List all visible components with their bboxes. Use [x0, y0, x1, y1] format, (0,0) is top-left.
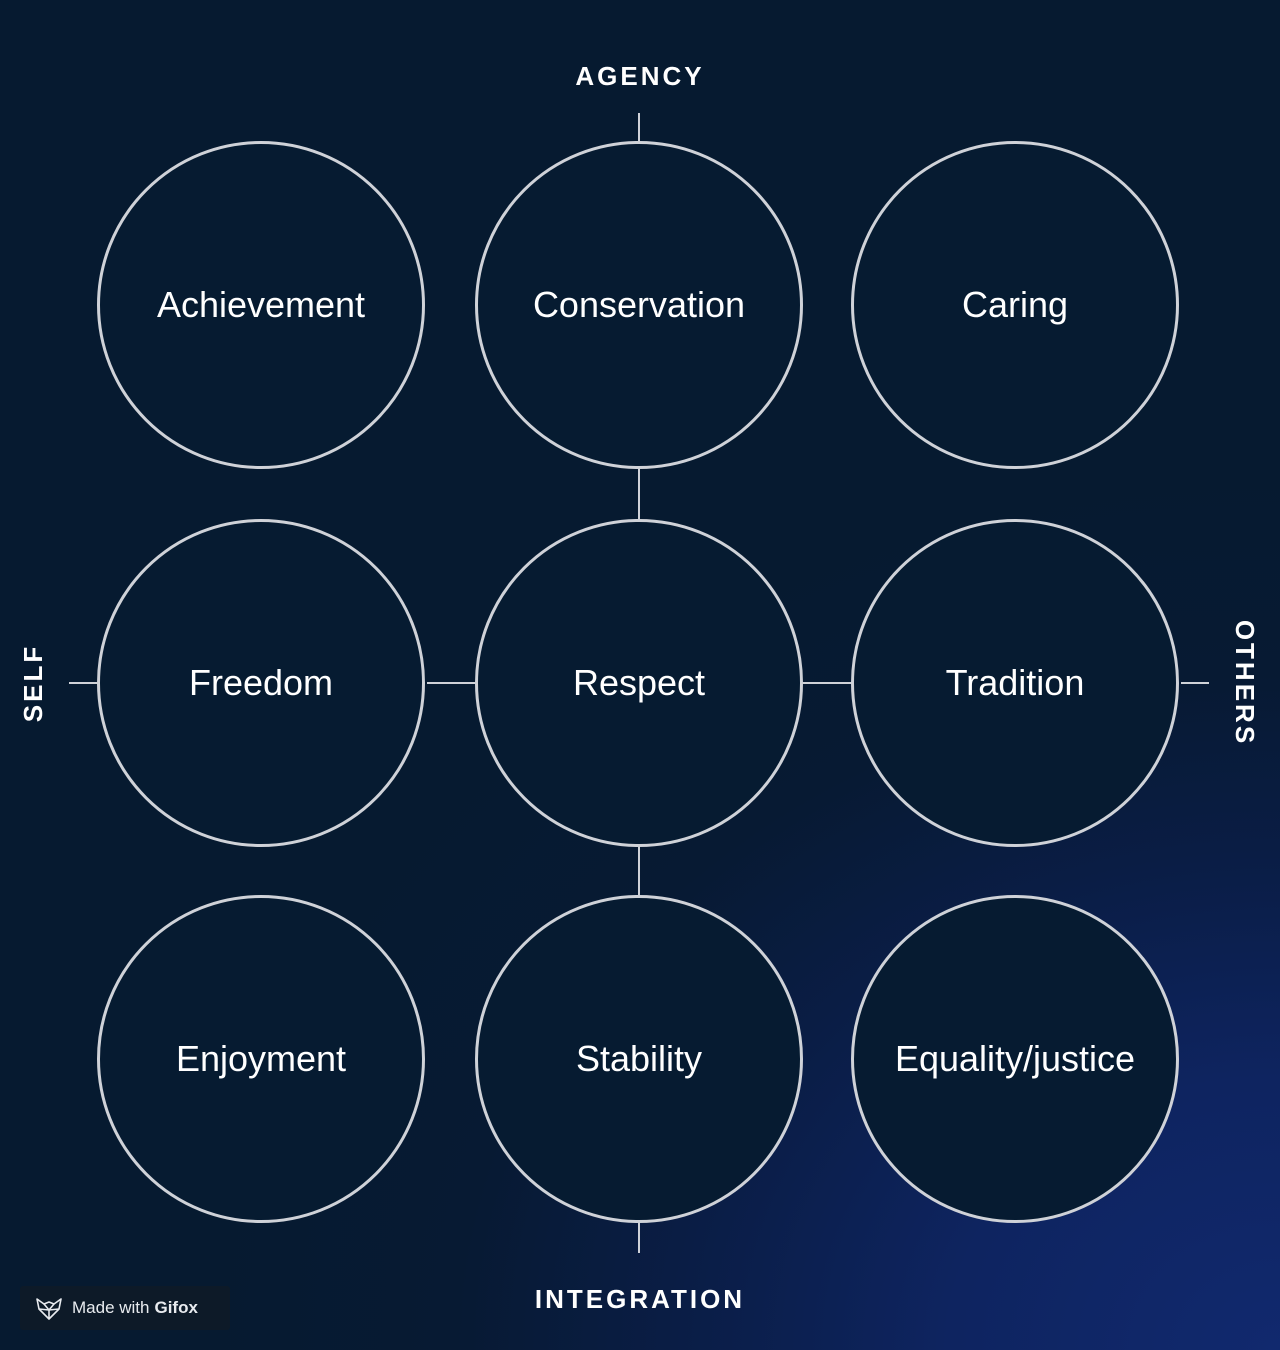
value-circle-enjoyment: Enjoyment — [97, 895, 425, 1223]
value-circle-stability: Stability — [475, 895, 803, 1223]
value-circle-conservation: Conservation — [475, 141, 803, 469]
watermark-brand: Gifox — [154, 1298, 198, 1317]
axis-label-integration: INTEGRATION — [534, 1284, 746, 1314]
value-circle-equality-justice: Equality/justice — [851, 895, 1179, 1223]
value-circle-tradition: Tradition — [851, 519, 1179, 847]
watermark-prefix: Made with — [72, 1298, 150, 1317]
fox-icon — [36, 1298, 62, 1320]
axis-label-others: OTHERS — [1230, 619, 1260, 747]
made-with-gifox-badge[interactable]: Made with Gifox — [20, 1286, 230, 1330]
axis-label-agency: AGENCY — [575, 61, 705, 91]
value-circle-caring: Caring — [851, 141, 1179, 469]
axis-label-self: SELF — [18, 643, 48, 723]
value-circle-freedom: Freedom — [97, 519, 425, 847]
value-circle-respect: Respect — [475, 519, 803, 847]
value-circle-achievement: Achievement — [97, 141, 425, 469]
